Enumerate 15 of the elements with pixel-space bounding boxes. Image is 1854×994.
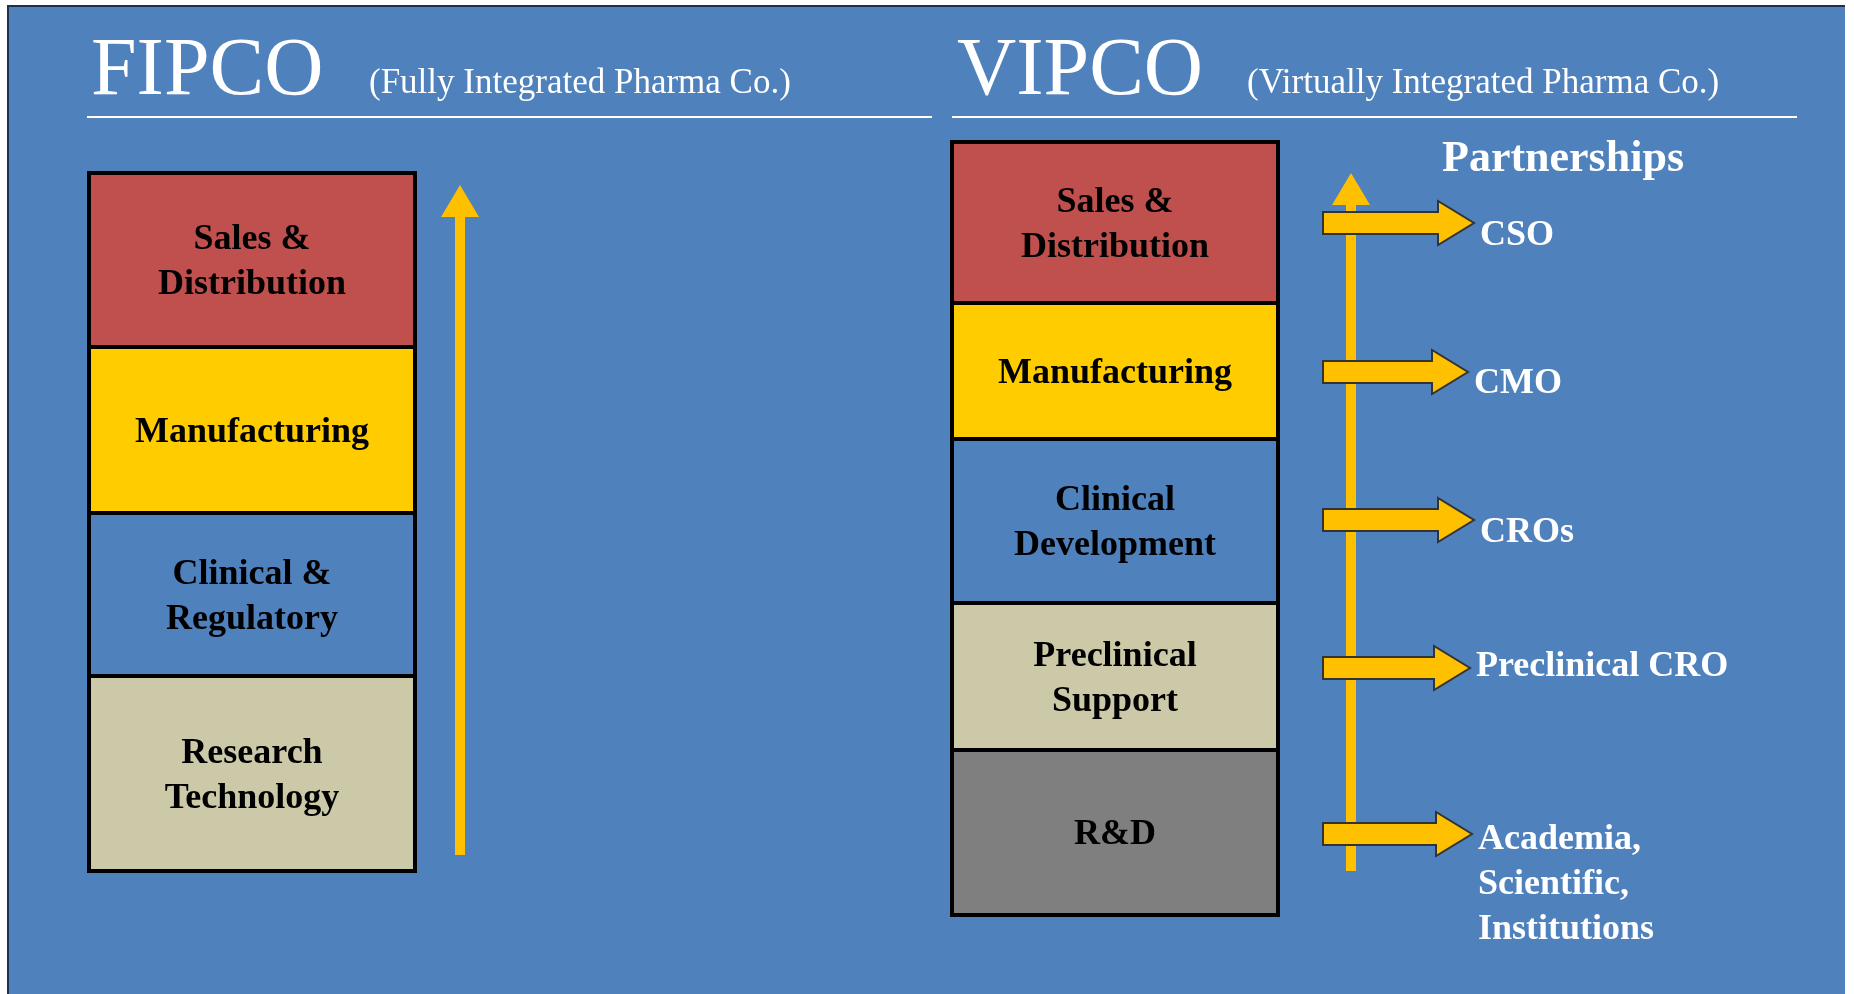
- page-heading: VIPCO: [957, 26, 1204, 108]
- heading-subtitle: (Fully Integrated Pharma Co.): [369, 64, 791, 99]
- partner-label: Preclinical CRO: [1476, 639, 1776, 689]
- partner-label: CSO: [1480, 208, 1600, 258]
- partner-label: Academia, Scientific, Institutions: [1478, 812, 1738, 952]
- block-arrow: [1322, 496, 1476, 544]
- block-arrow: [1322, 644, 1472, 692]
- section-heading: Partnerships: [1442, 135, 1684, 179]
- page-heading: FIPCO: [91, 26, 324, 108]
- block-arrow: [1322, 348, 1470, 396]
- heading-subtitle: (Virtually Integrated Pharma Co.): [1247, 64, 1720, 99]
- partner-label: CMO: [1474, 356, 1594, 406]
- block-arrow: [1322, 199, 1476, 247]
- partner-label: CROs: [1480, 505, 1600, 555]
- block-arrow: [1322, 810, 1474, 858]
